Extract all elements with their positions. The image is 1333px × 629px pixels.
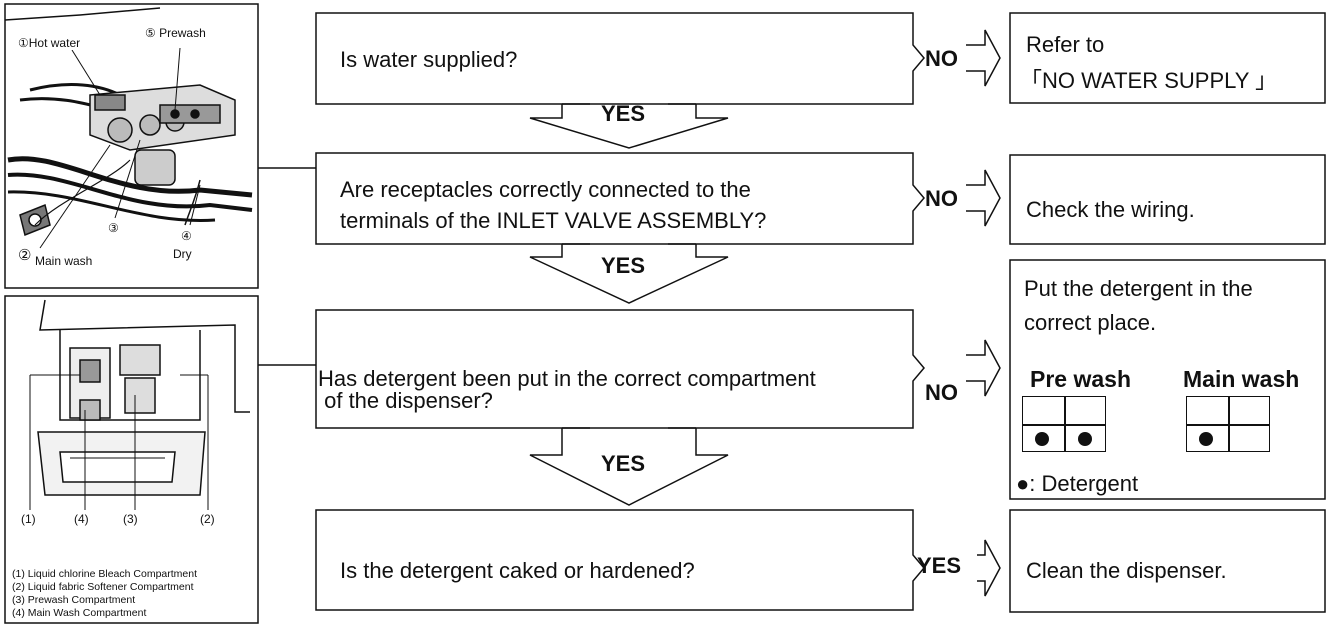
callout-1: (1) xyxy=(21,512,36,526)
valve-number-4: ④ xyxy=(181,229,192,243)
question-box-4 xyxy=(315,509,925,611)
inlet-valve-illustration xyxy=(4,7,253,249)
caption-2: (2) Liquid fabric Softener Compartment xyxy=(12,581,194,593)
valve-number-3: ③ xyxy=(108,221,119,235)
mainwash-grid xyxy=(1186,396,1270,452)
hot-water-label: ①Hot water xyxy=(18,36,81,50)
question-box-2 xyxy=(315,152,925,245)
callout-2: (2) xyxy=(200,512,215,526)
detergent-dot xyxy=(1199,432,1213,446)
no-arrow-2 xyxy=(966,169,1001,227)
no-label-1: NO xyxy=(925,46,958,71)
caption-1: (1) Liquid chlorine Bleach Compartment xyxy=(12,568,198,580)
question-box-1 xyxy=(315,12,925,105)
result-4: Clean the dispenser. xyxy=(1026,558,1227,583)
yes-label-4: YES xyxy=(917,553,962,578)
valve-image-frame xyxy=(4,3,259,289)
yes-arrow-down-3 xyxy=(529,427,729,506)
question-3-line-2: of the dispenser? xyxy=(318,388,493,413)
dry-valve-label: Dry xyxy=(173,247,192,261)
result-box-3 xyxy=(1009,259,1326,500)
result-1-line-1: Refer to xyxy=(1026,32,1105,57)
yes-arrow-4 xyxy=(977,539,1001,597)
yes-label-2: YES xyxy=(601,253,646,278)
yes-arrow-down-1 xyxy=(529,103,729,149)
detergent-dot xyxy=(1035,432,1049,446)
yes-label-3: YES xyxy=(601,451,646,476)
caption-4: (4) Main Wash Compartment xyxy=(12,607,147,619)
question-box-3 xyxy=(315,309,925,429)
caption-3: (3) Prewash Compartment xyxy=(12,594,136,606)
prewash-grid xyxy=(1022,396,1106,452)
callout-4: (4) xyxy=(74,512,89,526)
question-2-line-1: Are receptacles correctly connected to t… xyxy=(340,177,751,202)
dispenser-illustration xyxy=(29,299,250,510)
question-4: Is the detergent caked or hardened? xyxy=(340,558,695,583)
question-1: Is water supplied? xyxy=(340,47,518,72)
result-1-line-2: 「NO WATER SUPPLY 」 xyxy=(1020,68,1278,93)
prewash-label: Pre wash xyxy=(1030,366,1131,392)
yes-arrow-down-2 xyxy=(529,243,729,304)
question-2-line-2: terminals of the INLET VALVE ASSEMBLY? xyxy=(340,208,767,233)
dispenser-image-frame xyxy=(4,295,259,624)
result-3-line-1: Put the detergent in the xyxy=(1024,276,1253,301)
yes-label-1: YES xyxy=(601,101,646,126)
detergent-legend: ●: Detergent xyxy=(1016,471,1139,496)
detergent-dot xyxy=(1078,432,1092,446)
result-box-1 xyxy=(1009,12,1326,104)
main-wash-valve-label: Main wash xyxy=(35,254,93,268)
no-arrow-3 xyxy=(966,339,1001,397)
result-box-2 xyxy=(1009,154,1326,245)
main-wash-number: ② xyxy=(18,246,32,264)
question-3-line-1: Has detergent been put in the correct co… xyxy=(318,366,816,391)
result-3-line-2: correct place. xyxy=(1024,310,1157,335)
result-box-4 xyxy=(1009,509,1326,613)
result-2: Check the wiring. xyxy=(1026,197,1195,222)
no-label-3: NO xyxy=(925,380,958,405)
callout-3: (3) xyxy=(123,512,138,526)
mainwash-label: Main wash xyxy=(1183,366,1300,392)
no-arrow-1 xyxy=(966,29,1001,87)
no-label-2: NO xyxy=(925,186,958,211)
prewash-valve-label: ⑤ Prewash xyxy=(145,26,206,40)
